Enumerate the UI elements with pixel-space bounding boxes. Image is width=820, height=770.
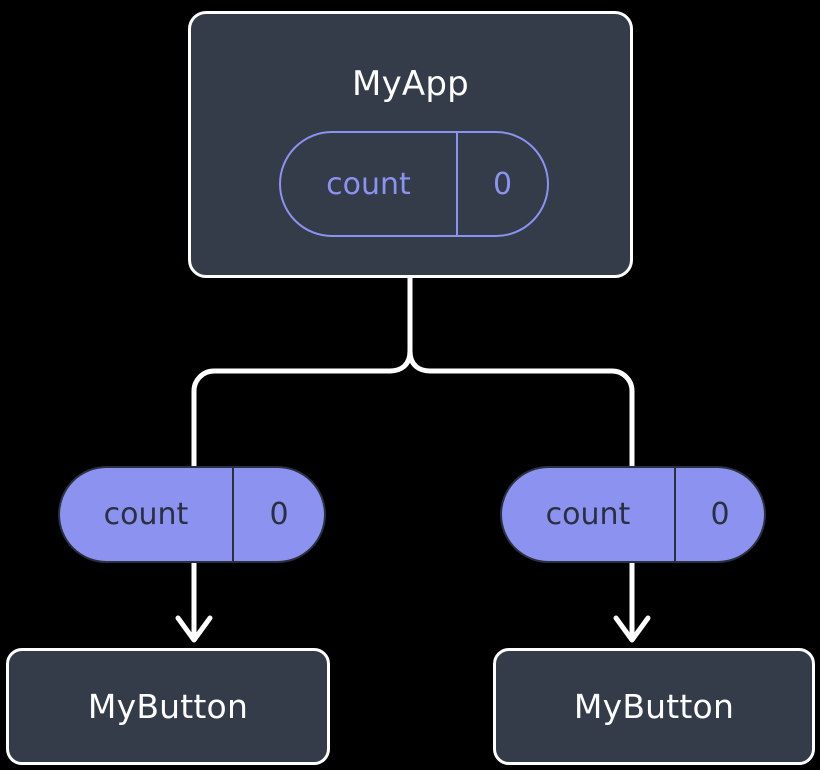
state-key-label: count [103, 497, 189, 532]
state-value-label: 0 [674, 468, 764, 561]
state-pill-myapp-count[interactable]: count 0 [279, 131, 549, 237]
state-pill-right-count[interactable]: count 0 [500, 466, 766, 563]
state-key-label: count [545, 497, 631, 532]
arrow-right-head [613, 615, 651, 643]
component-title-myapp: MyApp [352, 64, 469, 104]
state-key-label: count [326, 166, 411, 202]
state-pill-left-count[interactable]: count 0 [58, 466, 326, 563]
edge-to-left-state [191, 348, 413, 473]
component-node-myapp[interactable]: MyApp count 0 [188, 11, 633, 278]
arrow-left-head [175, 615, 213, 643]
component-node-mybutton-left[interactable]: MyButton [6, 648, 330, 765]
state-value-label: 0 [456, 133, 547, 235]
state-value-label: 0 [232, 468, 324, 561]
component-title-mybutton: MyButton [573, 687, 735, 726]
edge-to-right-state [407, 348, 635, 473]
component-title-mybutton: MyButton [87, 687, 249, 726]
component-node-mybutton-right[interactable]: MyButton [493, 648, 815, 765]
